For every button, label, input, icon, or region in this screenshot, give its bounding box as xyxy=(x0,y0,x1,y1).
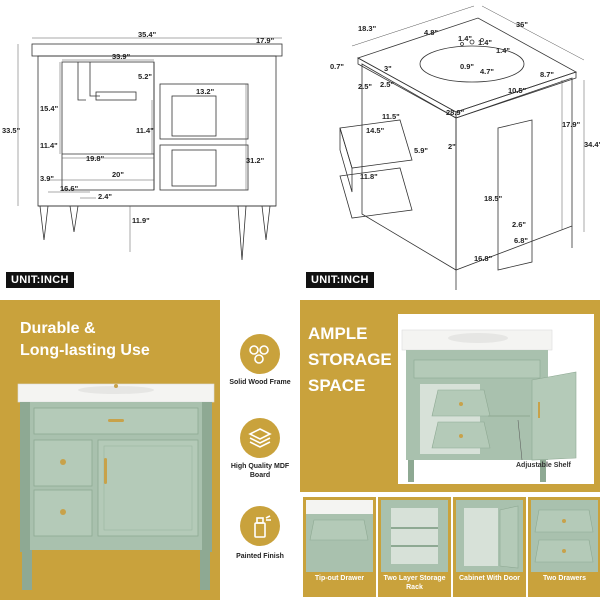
adjustable-shelf-label: Adjustable Shelf xyxy=(516,462,571,469)
feature-label-paint: Painted Finish xyxy=(236,553,284,560)
dim-basin-width: 10.5" xyxy=(508,86,527,95)
thumb-label: Two Drawers xyxy=(542,575,587,582)
storage-headline-line3: SPACE xyxy=(308,376,366,395)
durable-headline-line2: Long-lasting Use xyxy=(20,342,150,359)
iso-line-drawing xyxy=(339,5,585,290)
dim-leg-height: 6.8" xyxy=(514,236,528,245)
feature-label-mdf: High Quality MDF Board xyxy=(230,463,290,479)
dim-shelf-width: 19.8" xyxy=(86,154,105,163)
dim-drawer-inner-width: 14.5" xyxy=(366,126,385,135)
dim-depth: 17.9" xyxy=(256,36,275,45)
dim-side-depth: 18.3" xyxy=(358,24,377,33)
dim-opening-width: 28.9" xyxy=(446,108,465,117)
thumb-image xyxy=(306,500,373,572)
dim-drawer-face-a: 2.5" xyxy=(358,82,372,91)
unit-badge-right: UNIT:INCH xyxy=(306,272,374,288)
dim-leg-depth: 2.6" xyxy=(512,220,526,229)
thumb-image xyxy=(531,500,598,572)
dim-faucet-left: 4.8" xyxy=(424,28,438,37)
front-line-drawing xyxy=(17,37,283,261)
dim-body-depth: 17.9" xyxy=(562,120,581,129)
durable-panel: Durable & Long-lasting Use Solid Wood Fr… xyxy=(0,300,300,600)
dim-faucet-depth: 4.7" xyxy=(480,67,494,76)
dim-leg-height: 11.9" xyxy=(132,216,150,225)
dim-top-thickness: 0.7" xyxy=(330,62,344,71)
thumb-label: Tip-out Drawer xyxy=(314,575,365,582)
dim-kick-height: 3.9" xyxy=(40,174,54,183)
dim-drawer-inner-depth: 11.5" xyxy=(382,112,400,121)
vanity-illustration xyxy=(17,383,215,590)
dim-hole-a: 1.4" xyxy=(458,34,472,43)
dim-total-height: 33.5" xyxy=(2,126,21,135)
dim-overall-width: 35.4" xyxy=(138,30,157,39)
dim-leg-span: 16.6" xyxy=(60,184,79,193)
layers-icon xyxy=(240,418,280,458)
dim-bottom-width: 20" xyxy=(112,170,124,179)
thumb-label: Cabinet With Door xyxy=(459,575,520,582)
feature-strip: Solid Wood Frame High Quality MDF Board xyxy=(220,300,300,600)
unit-badge-left: UNIT:INCH xyxy=(6,272,74,288)
dim-overhang: 3" xyxy=(384,64,392,73)
thumb-image xyxy=(381,500,448,572)
dim-door-offset: 2" xyxy=(448,142,456,151)
thumb-image xyxy=(456,500,523,572)
dim-shelf-height: 11.4" xyxy=(136,126,154,135)
storage-headline-line1: AMPLE xyxy=(308,324,368,343)
dim-leg-gap: 2.4" xyxy=(98,192,112,201)
dim-gap: 5.2" xyxy=(138,72,152,81)
dim-door-width: 16.8" xyxy=(474,254,493,263)
thumb-label: Two Layer Storage Rack xyxy=(383,575,446,591)
dim-drawer-bottom-width: 11.8" xyxy=(360,172,378,181)
front-dimension-panel: 35.4" 17.9" 33.9" 5.2" 13.2" 15.4" 11.4"… xyxy=(0,0,300,300)
dim-door-height: 31.2" xyxy=(246,156,265,165)
dim-drawer-width: 13.2" xyxy=(196,87,215,96)
thumb-tipout-drawer: Tip-out Drawer xyxy=(303,497,376,597)
dim-drawer-inner-height: 5.9" xyxy=(414,146,428,155)
dim-left-depth: 11.4" xyxy=(40,141,58,150)
dim-hole-c: 1.4" xyxy=(496,46,510,55)
dim-total-height: 34.4" xyxy=(584,140,600,149)
feature-label-wood: Solid Wood Frame xyxy=(229,379,291,386)
dim-hole-depth: 0.9" xyxy=(460,62,474,71)
dim-top-width: 36" xyxy=(516,20,528,29)
thumb-cabinet-door: Cabinet With Door xyxy=(453,497,526,597)
dim-drawer-face-b: 2.5" xyxy=(380,80,394,89)
dim-cabinet-height: 15.4" xyxy=(40,104,59,113)
dim-hole-b: 1.4" xyxy=(478,38,492,47)
dim-inner-width: 33.9" xyxy=(112,52,131,61)
storage-headline-line2: STORAGE xyxy=(308,350,392,369)
dim-basin-right: 8.7" xyxy=(540,70,554,79)
thumb-two-layer-rack: Two Layer Storage Rack xyxy=(378,497,451,597)
durable-headline-line1: Durable & xyxy=(20,320,96,337)
open-vanity-illustration xyxy=(401,329,577,482)
spray-can-icon xyxy=(240,506,280,546)
dim-door-height: 18.5" xyxy=(484,194,503,203)
top-dimension-panel: 18.3" 36" 4.8" 1.4" 1.4" 1.4" 0.7" 3" 0.… xyxy=(300,0,600,300)
thumb-two-drawers: Two Drawers xyxy=(528,497,600,597)
wood-logs-icon xyxy=(240,334,280,374)
